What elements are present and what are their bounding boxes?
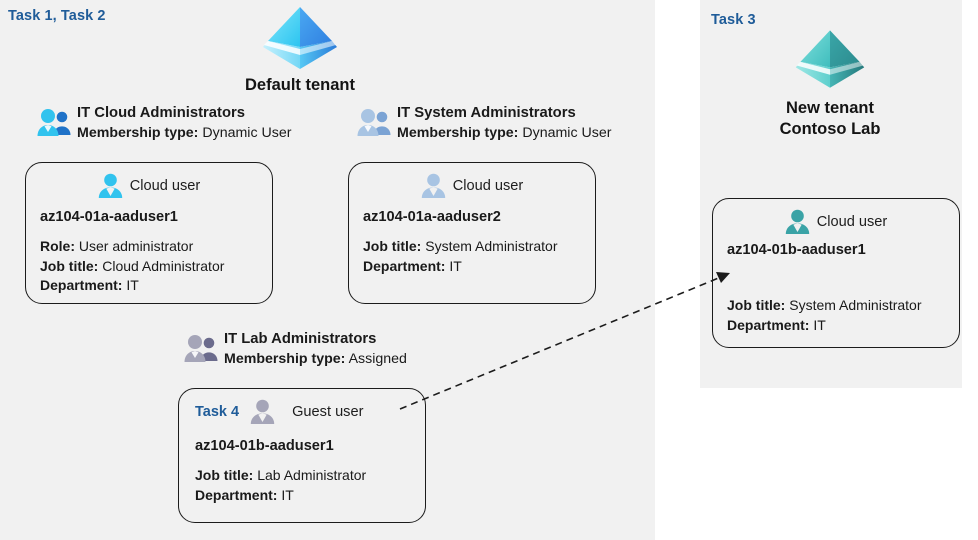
- attr-label: Department:: [40, 277, 123, 293]
- group-membership: Membership type: Assigned: [224, 349, 407, 369]
- default-tenant: Default tenant: [220, 3, 380, 96]
- attr-label: Job title:: [727, 297, 786, 313]
- group-header-it-system-administrators: IT System Administrators Membership type…: [357, 104, 611, 143]
- attr-value: System Administrator: [425, 238, 558, 254]
- attr-label: Job title:: [195, 467, 254, 483]
- group-title: IT Cloud Administrators: [77, 105, 245, 121]
- default-tenant-label: Default tenant: [244, 76, 355, 94]
- group-membership-value: Dynamic User: [202, 125, 292, 141]
- guest-user-icon: [250, 399, 275, 425]
- card-attributes: Job title: System Administrator Departme…: [727, 296, 945, 335]
- attr-label: Role:: [40, 238, 75, 254]
- group-title: IT Lab Administrators: [224, 331, 377, 347]
- group-membership-label: Membership type:: [77, 125, 199, 141]
- card-task-tag: Task 4: [195, 404, 240, 420]
- attr-row: Job title: Cloud Administrator: [40, 257, 258, 277]
- cloud-user-icon: [98, 173, 123, 199]
- attr-row: Department: IT: [727, 316, 945, 336]
- attr-label: Department:: [727, 316, 810, 333]
- azure-ad-tenant-icon: [220, 3, 380, 75]
- attr-row: Job title: Lab Administrator: [195, 466, 411, 486]
- group-title: IT System Administrators: [397, 105, 576, 121]
- attr-value: IT: [281, 486, 294, 503]
- users-group-icon: [184, 334, 218, 364]
- card-attributes: Role: User administrator Job title: Clou…: [40, 237, 258, 296]
- attr-row: Job title: System Administrator: [727, 296, 945, 316]
- card-user-name: az104-01a-aaduser1: [40, 209, 178, 225]
- attr-row: Department: IT: [195, 486, 411, 506]
- cloud-user-icon: [785, 209, 810, 235]
- attr-value: IT: [126, 277, 139, 293]
- group-membership: Membership type: Dynamic User: [397, 123, 611, 143]
- attr-label: Department:: [363, 257, 446, 274]
- attr-label: Job title:: [363, 238, 422, 254]
- card-attributes: Job title: System Administrator Departme…: [363, 237, 581, 276]
- card-user-kind: Cloud user: [40, 171, 258, 201]
- group-header-it-lab-administrators: IT Lab Administrators Membership type: A…: [184, 330, 407, 369]
- attr-label: Job title:: [40, 257, 99, 274]
- attr-row: Department: IT: [363, 257, 581, 277]
- attr-value: User administrator: [78, 238, 194, 254]
- card-user-name: az104-01b-aaduser1: [195, 438, 334, 454]
- card-user-kind: Task 4 Guest user: [195, 397, 411, 427]
- card-user-kind-label: Cloud user: [816, 214, 888, 230]
- card-user-kind: Cloud user: [727, 207, 945, 237]
- group-membership-label: Membership type:: [224, 351, 346, 367]
- cloud-user-icon: [421, 173, 446, 199]
- card-user-kind: Cloud user: [363, 171, 581, 201]
- attr-value: IT: [449, 257, 462, 274]
- attr-row: Job title: System Administrator: [363, 237, 581, 257]
- user-card-az104-01b-aaduser1-lab[interactable]: Task 4 Guest user az104-01b-aaduser1 Job…: [178, 388, 426, 523]
- user-card-az104-01a-aaduser1[interactable]: Cloud user az104-01a-aaduser1 Role: User…: [25, 162, 273, 304]
- attr-row: Role: User administrator: [40, 237, 258, 257]
- group-membership: Membership type: Dynamic User: [77, 123, 291, 143]
- group-header-it-cloud-administrators: IT Cloud Administrators Membership type:…: [37, 104, 291, 143]
- new-tenant-label-line1: New tenant: [785, 99, 874, 117]
- card-user-name: az104-01a-aaduser2: [363, 209, 501, 225]
- new-tenant-label-line2: Contoso Lab: [779, 120, 881, 138]
- task-tag-left: Task 1, Task 2: [8, 8, 106, 24]
- group-membership-label: Membership type:: [397, 125, 519, 141]
- card-user-kind-label: Cloud user: [452, 178, 524, 194]
- attr-label: Department:: [195, 486, 278, 503]
- user-card-az104-01b-aaduser1-new-tenant[interactable]: Cloud user az104-01b-aaduser1 Job title:…: [712, 198, 960, 348]
- attr-value: Cloud Administrator: [102, 257, 225, 274]
- card-user-kind-label: Guest user: [292, 404, 364, 420]
- attr-value: Lab Administrator: [257, 467, 367, 483]
- attr-row: Department: IT: [40, 276, 258, 296]
- users-group-icon: [37, 108, 71, 138]
- attr-value: System Administrator: [789, 297, 922, 313]
- group-membership-value: Assigned: [348, 351, 407, 367]
- group-membership-value: Dynamic User: [522, 125, 612, 141]
- users-group-icon: [357, 108, 391, 138]
- attr-value: IT: [813, 316, 826, 333]
- azure-ad-tenant-icon: [745, 26, 915, 94]
- card-attributes: Job title: Lab Administrator Department:…: [195, 466, 411, 505]
- task-tag-right: Task 3: [711, 12, 756, 28]
- user-card-az104-01a-aaduser2[interactable]: Cloud user az104-01a-aaduser2 Job title:…: [348, 162, 596, 304]
- card-user-name: az104-01b-aaduser1: [727, 242, 866, 258]
- new-tenant: New tenant Contoso Lab: [745, 26, 915, 140]
- card-user-kind-label: Cloud user: [129, 178, 201, 194]
